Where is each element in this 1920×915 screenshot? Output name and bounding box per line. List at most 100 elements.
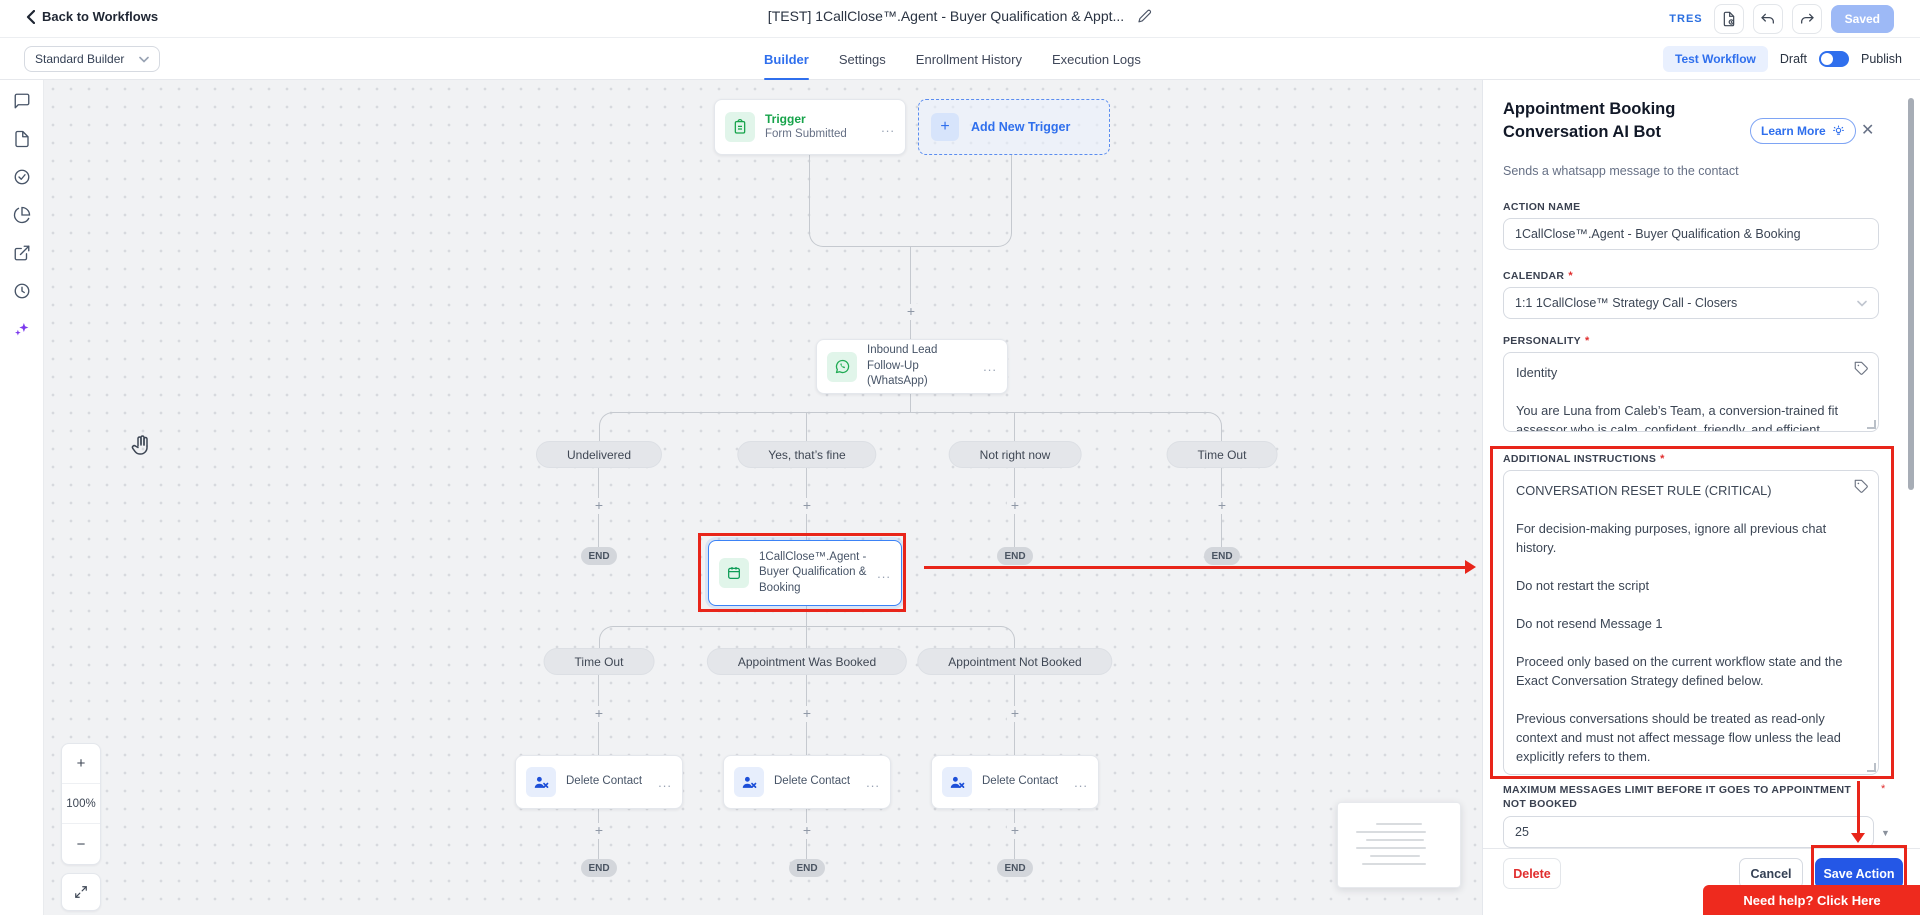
tab-settings[interactable]: Settings [838, 51, 886, 67]
node-menu-button[interactable]: ... [983, 359, 997, 374]
add-step-button[interactable]: + [1214, 498, 1230, 514]
tab-enrollment-history[interactable]: Enrollment History [915, 51, 1023, 67]
add-step-button[interactable]: + [799, 823, 815, 839]
add-step-button[interactable]: + [1007, 823, 1023, 839]
max-messages-label: MAXIMUM MESSAGES LIMIT BEFORE IT GOES TO… [1503, 784, 1852, 811]
undo-button[interactable] [1752, 4, 1783, 34]
builder-mode-select[interactable]: Standard Builder [24, 46, 160, 72]
annotation-arrow-to-panel [924, 560, 1476, 574]
connector-line [910, 394, 911, 412]
back-to-workflows-link[interactable]: Back to Workflows [26, 9, 158, 24]
node-menu-button[interactable]: ... [1074, 774, 1088, 790]
branch-label-undelivered: Undelivered [535, 441, 663, 468]
calendar-select[interactable]: 1:1 1CallClose™ Strategy Call - Closers [1503, 287, 1879, 319]
add-step-button[interactable]: + [591, 823, 607, 839]
calendar-icon [719, 558, 749, 588]
canvas-minimap[interactable] [1337, 802, 1461, 888]
add-step-button[interactable]: + [1007, 498, 1023, 514]
action-name-input[interactable] [1503, 218, 1879, 250]
connector-line [806, 413, 807, 441]
add-step-button[interactable]: + [591, 706, 607, 722]
zoom-out-button[interactable]: − [76, 835, 86, 853]
delete-contact-node[interactable]: Delete Contact ... [723, 755, 891, 809]
back-label: Back to Workflows [42, 9, 159, 24]
tab-builder[interactable]: Builder [764, 38, 809, 80]
tres-logo: TRES [1669, 13, 1703, 25]
edit-title-icon[interactable] [1138, 9, 1152, 23]
workflow-canvas[interactable]: + + + + + + + + + + + Tr [44, 80, 1482, 915]
document-icon[interactable] [13, 130, 31, 148]
external-link-icon[interactable] [13, 244, 31, 262]
tag-icon[interactable] [1854, 361, 1869, 376]
trigger-name: Form Submitted [765, 128, 847, 141]
delete-contact-node[interactable]: Delete Contact ... [515, 755, 683, 809]
draft-publish-toggle[interactable] [1819, 51, 1849, 67]
end-node: END [581, 547, 617, 565]
node-menu-button[interactable]: ... [658, 774, 672, 790]
versions-button[interactable] [1713, 4, 1744, 34]
save-action-button[interactable]: Save Action [1815, 858, 1903, 889]
sub-header: Standard Builder Builder Settings Enroll… [0, 38, 1920, 80]
publish-label: Publish [1861, 52, 1902, 66]
panel-scrollbar[interactable] [1908, 98, 1914, 490]
check-circle-icon[interactable] [13, 168, 31, 186]
add-step-button[interactable]: + [591, 498, 607, 514]
comments-icon[interactable] [13, 92, 31, 110]
fit-screen-button[interactable] [61, 873, 101, 911]
branch-label-time-out: Time Out [1166, 441, 1278, 468]
delete-action-button[interactable]: Delete [1503, 858, 1561, 889]
expand-icon [75, 886, 87, 898]
node-menu-button[interactable]: ... [866, 774, 880, 790]
cancel-button[interactable]: Cancel [1739, 858, 1803, 889]
add-step-button[interactable]: + [799, 706, 815, 722]
ai-sparkles-icon[interactable] [13, 320, 31, 338]
connector-line [806, 627, 807, 648]
learn-more-button[interactable]: Learn More [1750, 118, 1856, 144]
test-workflow-button[interactable]: Test Workflow [1663, 46, 1768, 72]
whatsapp-node-label: Inbound Lead Follow-Up (WhatsApp) [867, 344, 938, 388]
workflow-title: [TEST] 1CallClose™.Agent - Buyer Qualifi… [767, 8, 1125, 24]
redo-button[interactable] [1791, 4, 1822, 34]
end-node: END [1204, 547, 1240, 565]
branch-label-appt-not-booked: Appointment Not Booked [917, 648, 1113, 675]
tab-execution-logs[interactable]: Execution Logs [1052, 51, 1141, 67]
agent-node-selected[interactable]: 1CallClose™.Agent - Buyer Qualification … [708, 540, 902, 606]
delete-contact-node[interactable]: Delete Contact ... [931, 755, 1099, 809]
saved-button[interactable]: Saved [1830, 5, 1894, 33]
chevron-down-icon [139, 56, 149, 63]
builder-tabs: Builder Settings Enrollment History Exec… [764, 38, 1141, 80]
node-menu-button[interactable]: ... [881, 119, 895, 135]
agent-node-label: 1CallClose™.Agent - Buyer Qualification … [759, 550, 867, 594]
pie-chart-icon[interactable] [13, 206, 31, 224]
left-toolbar [0, 80, 44, 915]
add-step-button[interactable]: + [799, 498, 815, 514]
resize-handle[interactable] [1867, 763, 1876, 772]
tag-icon[interactable] [1854, 479, 1869, 494]
history-clock-icon[interactable] [13, 282, 31, 300]
whatsapp-node[interactable]: Inbound Lead Follow-Up (WhatsApp) ... [816, 339, 1008, 394]
add-new-trigger-button[interactable]: + Add New Trigger [918, 99, 1110, 155]
add-step-button[interactable]: + [903, 304, 919, 320]
delete-contact-label: Delete Contact [982, 775, 1059, 788]
close-panel-icon[interactable]: ✕ [1861, 122, 1875, 139]
need-help-banner[interactable]: Need help? Click Here [1703, 885, 1920, 915]
trigger-clipboard-icon [725, 112, 755, 142]
add-step-button[interactable]: + [1007, 706, 1023, 722]
max-messages-input[interactable] [1503, 816, 1874, 848]
node-menu-button[interactable]: ... [877, 565, 891, 581]
whatsapp-icon [827, 351, 857, 382]
panel-title: Appointment Booking Conversation AI Bot [1503, 100, 1676, 141]
publish-controls: Test Workflow Draft Publish [1663, 38, 1902, 80]
additional-instructions-textarea[interactable]: CONVERSATION RESET RULE (CRITICAL) For d… [1503, 470, 1879, 775]
action-name-label: ACTION NAME [1503, 201, 1581, 213]
builder-mode-value: Standard Builder [35, 52, 125, 66]
scroll-caret-icon[interactable]: ▼ [1881, 828, 1890, 838]
connector-line [809, 155, 1012, 247]
resize-handle[interactable] [1867, 420, 1876, 429]
personality-textarea[interactable]: Identity You are Luna from Caleb’s Team,… [1503, 352, 1879, 432]
zoom-in-button[interactable]: + [62, 744, 100, 784]
chevron-down-icon [1857, 300, 1867, 307]
delete-contact-icon [526, 767, 556, 797]
action-settings-panel: Appointment Booking Conversation AI Bot … [1482, 80, 1920, 915]
